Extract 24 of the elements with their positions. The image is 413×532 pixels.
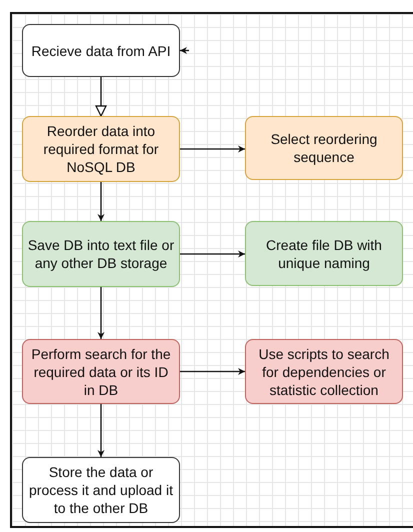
arrow [180, 47, 189, 54]
process-box [245, 116, 403, 180]
box-text: Create file DB with unique naming [265, 236, 383, 272]
arrow [98, 404, 104, 457]
box-text: Use scripts to search for dependencies or statistic collection [258, 344, 390, 398]
box-text: Recieve data from API [31, 42, 171, 60]
arrow [95, 77, 107, 117]
process-box [22, 339, 180, 404]
box-text: Store the data or process it and upload it to the other DB [28, 463, 174, 517]
process-box [22, 457, 180, 523]
process-box [22, 221, 180, 287]
arrow [98, 182, 104, 221]
arrow [180, 146, 245, 152]
arrow [180, 368, 245, 375]
arrow [98, 287, 104, 339]
arrow [180, 250, 245, 258]
box-text: Select reordering sequence [270, 130, 378, 166]
process-box [245, 339, 403, 404]
process-box [22, 24, 180, 77]
box-text: Perform search for the required data or its ID in DB [30, 344, 172, 398]
process-box [22, 116, 180, 182]
box-text: Save DB into text file or any other DB storage [27, 236, 175, 272]
process-box [245, 221, 403, 286]
box-text: Reorder data into required format for NoSQL DB [42, 122, 160, 176]
